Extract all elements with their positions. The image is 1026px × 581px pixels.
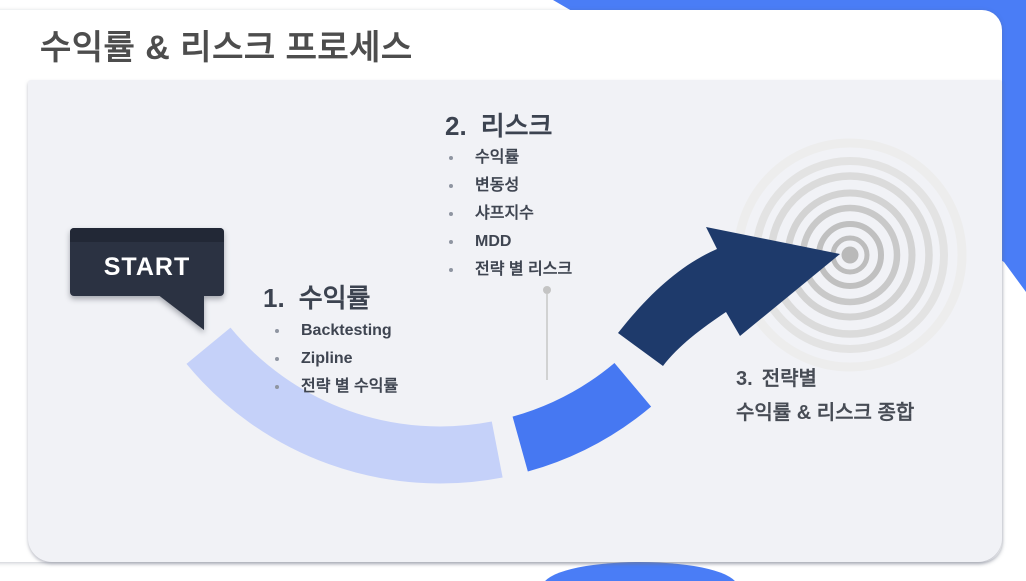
list-item: 전략 별 수익률 xyxy=(275,373,398,401)
connector xyxy=(543,286,551,380)
step3-heading: 3. 전략별 수익률 & 리스크 종합 xyxy=(736,362,914,430)
start-label: START xyxy=(103,253,191,281)
swoosh-segment-1 xyxy=(186,327,503,484)
background-accent-bottom xyxy=(545,562,735,581)
list-item: 전략 별 리스크 xyxy=(449,256,572,284)
step1-title: 수익률 xyxy=(298,283,371,313)
page-title: 수익률 & 리스크 프로세스 xyxy=(40,29,413,67)
step2-heading: 2. 리스크 xyxy=(445,106,552,143)
curved-arrow-icon xyxy=(618,227,840,366)
step1-number: 1. xyxy=(263,283,285,313)
start-bubble-strip xyxy=(70,228,224,242)
step2-title: 리스크 xyxy=(480,111,553,141)
list-item: 수익률 xyxy=(449,144,572,172)
list-item: 변동성 xyxy=(449,172,572,200)
step1-list: Backtesting Zipline 전략 별 수익률 xyxy=(275,317,398,401)
start-bubble: START xyxy=(70,228,224,296)
step2-number: 2. xyxy=(445,111,467,141)
target-center-dot xyxy=(841,246,859,264)
start-bubble-tail xyxy=(157,294,204,330)
connector-dot xyxy=(543,286,551,294)
step3-number: 3. xyxy=(736,368,753,390)
list-item: Zipline xyxy=(275,345,398,373)
list-item: MDD xyxy=(449,228,572,256)
list-item: 샤프지수 xyxy=(449,200,572,228)
swoosh-segment-2 xyxy=(512,362,652,472)
step1-heading: 1. 수익률 xyxy=(263,278,370,315)
step2-list: 수익률 변동성 샤프지수 MDD 전략 별 리스크 xyxy=(449,144,572,284)
step3-subtitle: 수익률 & 리스크 종합 xyxy=(736,402,915,424)
list-item: Backtesting xyxy=(275,317,398,345)
step3-title: 전략별 xyxy=(761,368,817,390)
